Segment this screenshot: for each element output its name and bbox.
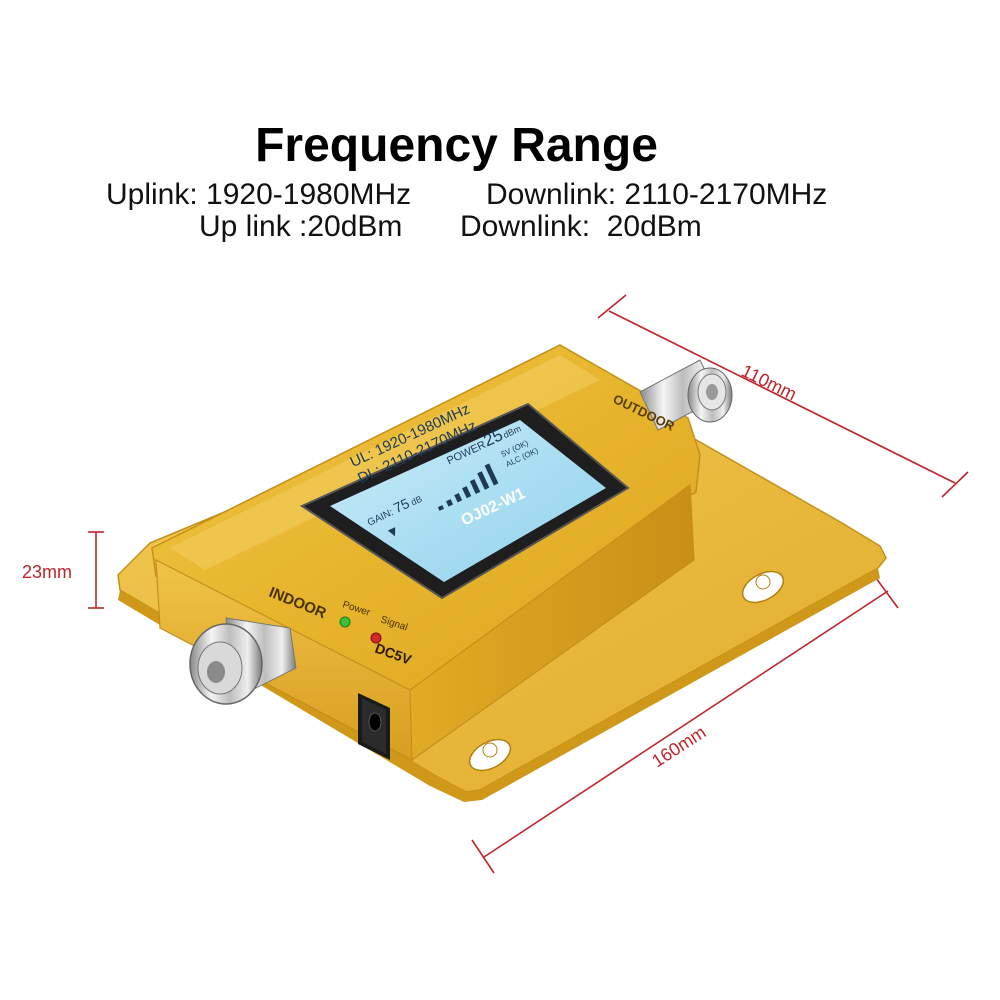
downlink-frequency: Downlink: 2110-2170MHz — [486, 178, 828, 211]
antenna-icon: ▼ — [383, 521, 402, 541]
uplink-power: Up link :20dBm — [199, 210, 403, 243]
downlink-power: Downlink: 20dBm — [460, 210, 702, 243]
page-title: Frequency Range — [255, 119, 658, 172]
indoor-connector — [189, 617, 297, 705]
signal-led — [370, 632, 382, 644]
mounting-slot-right — [741, 570, 785, 604]
mounting-slot-left — [468, 738, 512, 772]
dimension-height — [88, 531, 104, 609]
lcd-signal-bars — [437, 463, 499, 511]
width-label: 110mm — [738, 361, 800, 405]
lcd-gain-value: 75 — [391, 495, 412, 516]
outdoor-connector — [639, 359, 733, 431]
lcd-panel: OSERJEP UL: 1920-1980MHz DL: 2110-2170MH… — [299, 401, 630, 600]
dimension-length — [471, 577, 899, 874]
height-label: 23mm — [22, 562, 72, 582]
uplink-frequency: Uplink: 1920-1980MHz — [106, 178, 412, 211]
lcd-gain-unit: dB — [409, 494, 423, 508]
dc-power-jack — [358, 693, 390, 760]
dimension-width — [597, 294, 969, 498]
power-led — [339, 616, 351, 628]
